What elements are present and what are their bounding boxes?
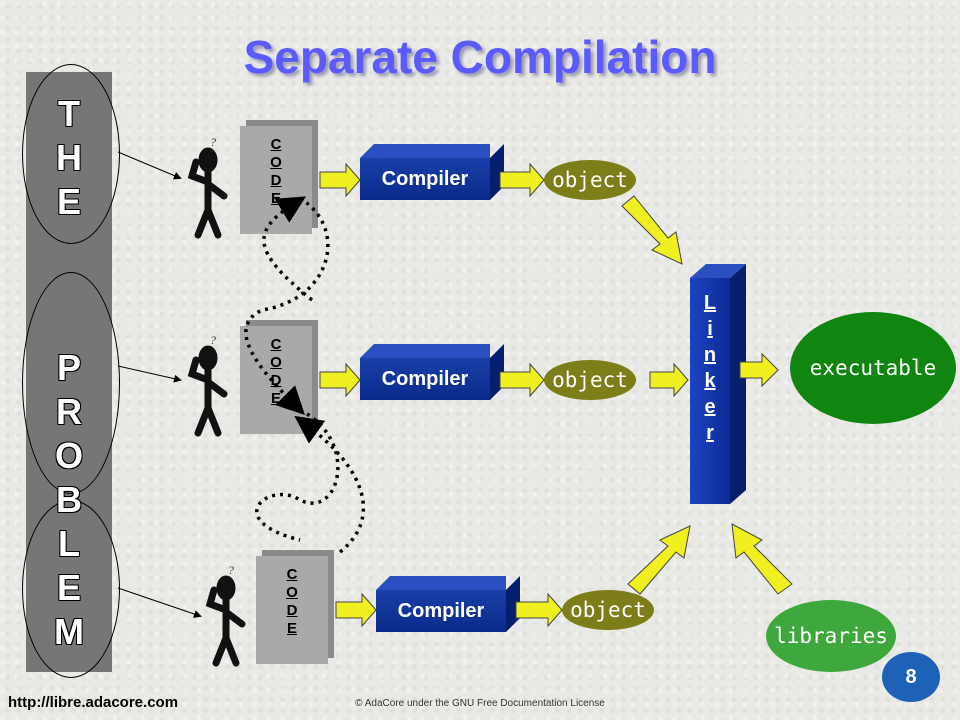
object-oval-2: object: [544, 360, 636, 400]
code-letter: O: [270, 154, 282, 171]
problem-ellipse-top: [22, 64, 120, 244]
thinking-person-icon: ?: [187, 135, 228, 239]
code-letter: C: [270, 336, 282, 353]
linker-letter: k: [704, 370, 716, 392]
problem-word-problem: P R O B L E M: [26, 346, 112, 654]
compiler-to-object-arrow-icon: [499, 162, 545, 198]
problem-letter: O: [54, 435, 83, 476]
executable-oval: executable: [790, 312, 956, 424]
page-number-badge: 8: [882, 652, 940, 702]
dependency-dotted-curve: [262, 196, 314, 302]
problem-ellipse-middle: [22, 272, 120, 494]
problem-letter: R: [56, 391, 82, 432]
object-oval-1: object: [544, 160, 636, 200]
code-to-compiler-arrow-icon: [319, 362, 361, 398]
linker-letter: i: [707, 318, 713, 340]
question-mark: ?: [210, 333, 216, 347]
code-to-compiler-arrow-icon: [319, 162, 361, 198]
problem-letter: T: [58, 93, 80, 134]
thinking-person-icon: ?: [205, 563, 246, 667]
code-letter: D: [270, 172, 282, 189]
slide-title: Separate Compilation: [243, 31, 717, 83]
problem-word-the: T H E: [26, 92, 112, 224]
compiler-to-object-arrow-icon: [499, 362, 545, 398]
object-to-linker-arrow-icon: [627, 525, 691, 595]
code-letter: D: [270, 372, 282, 389]
compiler-box-3: Compiler: [376, 576, 506, 632]
code-letter: O: [270, 354, 282, 371]
object-to-linker-arrow-icon: [649, 362, 689, 398]
code-letter: O: [286, 584, 298, 601]
linker-letter: L: [703, 292, 717, 314]
dependency-dotted-curve: [244, 196, 330, 415]
footer-license: © AdaCore under the GNU Free Documentati…: [355, 698, 605, 709]
problem-letter: M: [54, 611, 84, 652]
dependency-dotted-curve: [255, 408, 340, 542]
problem-letter: L: [58, 523, 80, 564]
linker-to-executable-arrow-icon: [739, 352, 779, 388]
problem-letter: B: [56, 479, 82, 520]
libraries-oval: libraries: [766, 600, 896, 672]
libraries-to-linker-arrow-icon: [731, 523, 793, 595]
question-mark: ?: [228, 563, 234, 577]
object-oval-3: object: [562, 590, 654, 630]
compiler-box-1: Compiler: [360, 144, 490, 200]
linker-letter: n: [703, 344, 717, 366]
object-to-linker-arrow-icon: [621, 195, 683, 265]
problem-letter: H: [56, 137, 82, 178]
code-letter: C: [270, 136, 282, 153]
linker-letter: e: [704, 396, 716, 418]
pointer-line-1: [117, 151, 182, 180]
problem-letter: P: [56, 347, 81, 388]
problem-letter: E: [56, 567, 81, 608]
linker-letter: r: [706, 422, 714, 444]
footer-url: http://libre.adacore.com: [8, 694, 179, 711]
code-letter: C: [286, 566, 298, 583]
pointer-line-2: [117, 365, 182, 383]
code-letter: E: [286, 620, 297, 637]
compiler-to-object-arrow-icon: [515, 592, 563, 628]
pointer-line-3: [117, 587, 202, 618]
linker-box: L i n k e r: [690, 278, 730, 504]
code-to-compiler-arrow-icon: [335, 592, 377, 628]
code-letter: D: [286, 602, 298, 619]
compiler-box-2: Compiler: [360, 344, 490, 400]
dependency-dotted-curve: [294, 415, 366, 554]
question-mark: ?: [210, 135, 216, 149]
thinking-person-icon: ?: [187, 333, 228, 437]
code-card-3: C O D E: [256, 556, 328, 664]
problem-letter: E: [56, 181, 81, 222]
